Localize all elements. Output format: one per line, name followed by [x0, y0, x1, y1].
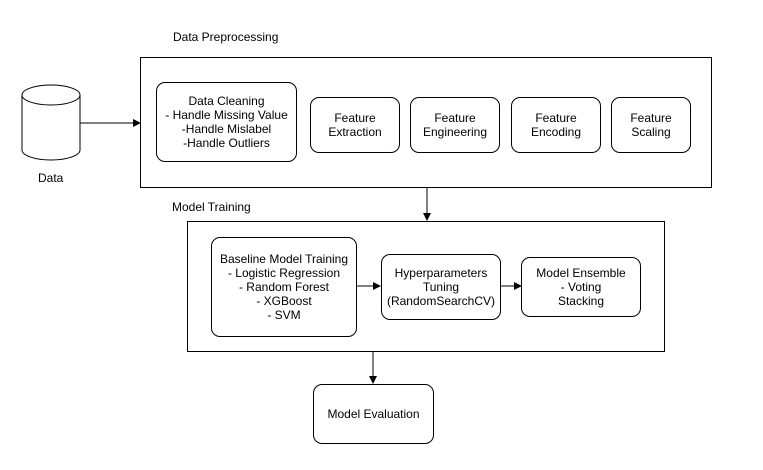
- node-line: - Handle Missing Value: [165, 108, 288, 122]
- node-line: Feature: [434, 111, 476, 125]
- feature-encoding-node: Feature Encoding: [511, 97, 601, 153]
- node-line: -Handle Outliers: [183, 136, 270, 150]
- node-line: - XGBoost: [256, 294, 312, 308]
- node-line: Feature: [334, 111, 376, 125]
- node-line: Engineering: [422, 125, 488, 139]
- node-line: Scaling: [631, 125, 671, 139]
- node-line: Extraction: [328, 125, 382, 139]
- model-ensemble-node: Model Ensemble - Voting Stacking: [521, 257, 641, 317]
- node-line: -Handle Mislabel: [181, 122, 272, 136]
- node-line: Hyperparameters: [394, 266, 488, 280]
- data-cleaning-node: Data Cleaning - Handle Missing Value -Ha…: [156, 82, 297, 162]
- node-line: Feature: [630, 111, 672, 125]
- data-store-label: Data: [38, 171, 64, 185]
- hyperparameter-tuning-node: Hyperparameters Tuning (RandomSearchCV): [381, 254, 501, 320]
- data-store-cylinder-icon: [21, 84, 81, 161]
- feature-engineering-node: Feature Engineering: [410, 97, 500, 153]
- feature-extraction-node: Feature Extraction: [310, 97, 400, 153]
- node-line: Tuning: [422, 280, 460, 294]
- node-line: - SVM: [267, 308, 301, 322]
- node-line: Data Cleaning: [188, 94, 265, 108]
- model-evaluation-label: Model Evaluation: [327, 407, 420, 421]
- data-cleaning-text: Data Cleaning - Handle Missing Value -Ha…: [165, 94, 288, 150]
- node-line: - Random Forest: [238, 280, 329, 294]
- training-section-title: Model Training: [172, 200, 251, 214]
- node-line: (RandomSearchCV): [386, 294, 496, 308]
- node-line: Model Ensemble: [536, 266, 626, 280]
- node-line: Encoding: [530, 125, 582, 139]
- training-frame: [187, 221, 665, 352]
- node-line: Feature: [535, 111, 577, 125]
- node-line: - Logistic Regression: [227, 266, 341, 280]
- baseline-training-node: Baseline Model Training - Logistic Regre…: [211, 237, 357, 337]
- preprocessing-section-title: Data Preprocessing: [173, 30, 279, 44]
- model-evaluation-node: Model Evaluation: [313, 384, 434, 444]
- node-line: Stacking: [557, 294, 604, 308]
- node-line: - Voting: [560, 280, 602, 294]
- preprocessing-frame: [140, 57, 712, 188]
- feature-scaling-node: Feature Scaling: [611, 97, 691, 153]
- node-line: Baseline Model Training: [219, 252, 349, 266]
